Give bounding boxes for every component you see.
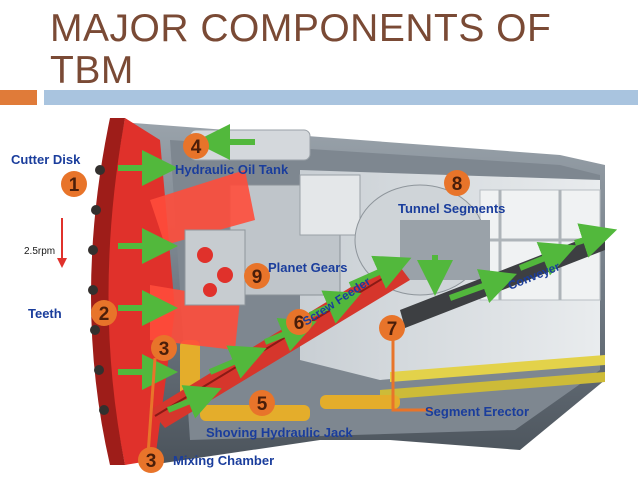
accent-bar-blue <box>44 90 638 105</box>
label-segment-erector: Segment Erector <box>425 404 529 419</box>
number-4: 4 <box>191 137 202 158</box>
number-6: 6 <box>294 313 305 334</box>
number-5: 5 <box>257 394 268 415</box>
number-markers: 1 2 3 3 4 5 6 7 8 9 <box>61 133 470 473</box>
number-circle-7: 7 <box>379 315 405 341</box>
number-2: 2 <box>99 304 110 325</box>
number-7: 7 <box>387 319 398 340</box>
number-3b: 3 <box>146 451 157 472</box>
number-8: 8 <box>452 174 463 195</box>
label-planet-gears: Planet Gears <box>268 260 348 275</box>
number-circle-2: 2 <box>91 300 117 326</box>
title-line-1: MAJOR COMPONENTS OF <box>50 7 552 50</box>
flow-arrows <box>118 124 618 419</box>
title-line-2: TBM <box>50 49 134 92</box>
label-mixing-chamber: Mixing Chamber <box>173 453 274 468</box>
leader-lines <box>146 338 432 456</box>
label-cutter-disk: Cutter Disk <box>11 152 81 167</box>
number-9: 9 <box>252 267 263 288</box>
cutter-teeth <box>88 165 109 415</box>
number-circle-4: 4 <box>183 133 209 159</box>
accent-bar-orange <box>0 90 37 105</box>
label-shoving-hydraulic-jack: Shoving Hydraulic Jack <box>206 425 353 440</box>
number-circle-3a: 3 <box>151 335 177 361</box>
tbm-diagram: 1 2 3 3 4 5 6 7 8 9 Cutter Disk 2.5rpm T… <box>11 118 618 473</box>
number-circle-5: 5 <box>249 390 275 416</box>
rotation-arrow <box>57 218 67 268</box>
number-circle-1: 1 <box>61 171 87 197</box>
number-1: 1 <box>69 175 80 196</box>
label-rpm: 2.5rpm <box>24 246 55 257</box>
number-circle-9: 9 <box>244 263 270 289</box>
number-3a: 3 <box>159 339 170 360</box>
slide-title: MAJOR COMPONENTS OF TBM <box>50 8 551 92</box>
number-circle-3b: 3 <box>138 447 164 473</box>
label-tunnel-segments: Tunnel Segments <box>398 201 505 216</box>
label-hydraulic-oil-tank: Hydraulic Oil Tank <box>175 162 289 177</box>
number-circle-8: 8 <box>444 170 470 196</box>
component-labels: Cutter Disk 2.5rpm Teeth Hydraulic Oil T… <box>11 152 562 468</box>
label-teeth: Teeth <box>28 306 62 321</box>
number-circle-6: 6 <box>286 309 312 335</box>
